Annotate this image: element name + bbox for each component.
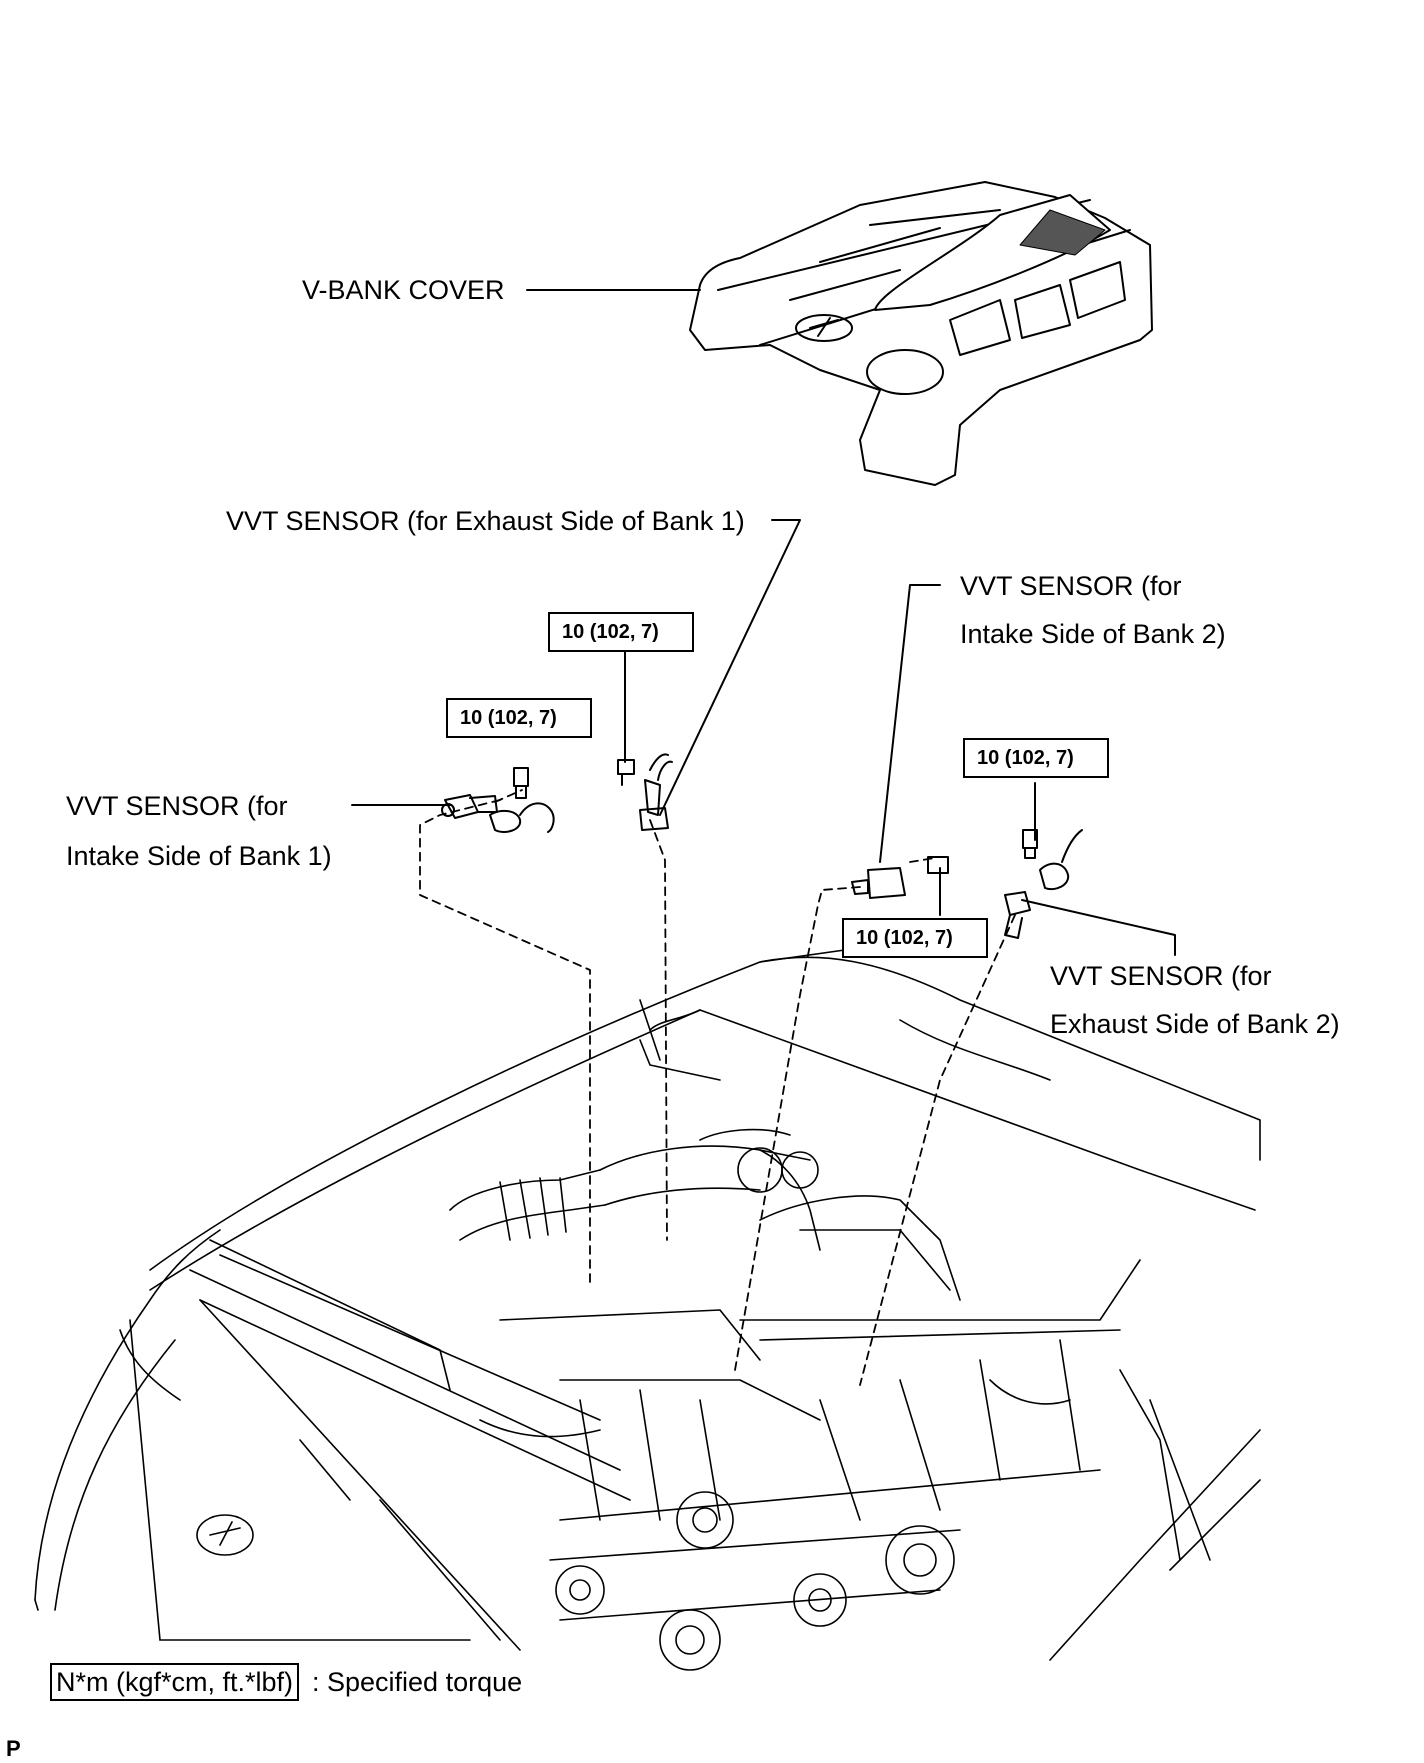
vvt-sensor-intake-bank2-label-line2: Intake Side of Bank 2): [960, 619, 1226, 649]
torque-box-exhaust-bank2: 10 (102, 7): [963, 738, 1109, 778]
vvt-sensor-intake-bank1-label-line1: VVT SENSOR (for: [66, 791, 288, 821]
page-letter: P: [6, 1736, 21, 1761]
vvt-sensor-intake-bank2-label-line1: VVT SENSOR (for: [960, 571, 1182, 601]
torque-box-exhaust-bank1: 10 (102, 7): [548, 612, 694, 652]
installation-dashed-lines: [419, 789, 1016, 1386]
torque-legend-box: N*m (kgf*cm, ft.*lbf): [50, 1663, 300, 1701]
v-bank-cover-drawing: [689, 181, 1153, 486]
vvt-sensor-intake-bank1-label-line2: Intake Side of Bank 1): [66, 841, 332, 871]
vvt-sensor-exhaust-bank1-label: VVT SENSOR (for Exhaust Side of Bank 1): [226, 506, 745, 536]
leader-lines: [351, 289, 1176, 956]
sensor-parts: [441, 753, 1083, 939]
v-bank-cover-label: V-BANK COVER: [302, 275, 505, 305]
vvt-sensor-exhaust-bank2-label-line1: VVT SENSOR (for: [1050, 961, 1272, 991]
torque-legend-text: : Specified torque: [312, 1667, 523, 1697]
torque-box-intake-bank1: 10 (102, 7): [446, 698, 592, 738]
vvt-sensor-exhaust-bank2-label-line2: Exhaust Side of Bank 2): [1050, 1009, 1340, 1039]
engine-bay-drawing: [34, 944, 1261, 1671]
torque-box-intake-bank2: 10 (102, 7): [842, 918, 988, 958]
